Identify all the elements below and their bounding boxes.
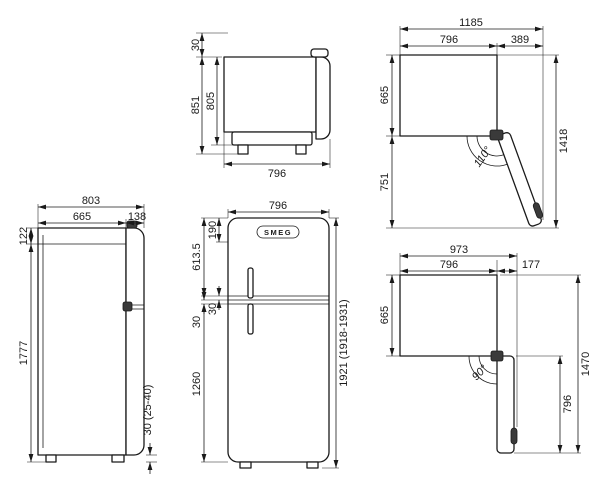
hinge xyxy=(489,129,504,141)
dim-cabinet-depth: 665 xyxy=(73,211,91,223)
dim-total-width: 1185 xyxy=(459,17,483,29)
view-top-section-side: 30 851 805 796 xyxy=(190,32,331,180)
door-open xyxy=(496,355,518,454)
base-tray xyxy=(231,131,313,146)
view-front: SMEG 190 796 613.5 30 30 1260 1921 (1918… xyxy=(191,200,350,469)
lower-door-handle xyxy=(247,303,254,335)
foot-right xyxy=(306,461,319,469)
top-hinge xyxy=(310,48,329,58)
swing-arc xyxy=(466,135,508,167)
logo-plate xyxy=(256,225,300,239)
cabinet-side xyxy=(37,227,127,456)
angle-label: 90° xyxy=(470,362,491,383)
view-door-open-110: 1185 796 389 665 751 1418 110° xyxy=(379,17,570,229)
dim-gap-lower: 30 xyxy=(191,316,203,328)
door-handle xyxy=(532,202,544,219)
swing-arc xyxy=(468,355,498,385)
dim-gap-upper: 30 xyxy=(207,303,219,315)
view-side: 803 665 138 122 1777 30 (25-40) xyxy=(18,195,157,474)
dim-cabinet-width: 796 xyxy=(440,34,458,46)
dim-clearance-top: 30 xyxy=(190,39,202,51)
dim-total-width: 973 xyxy=(450,244,468,256)
dim-door-clearance: 389 xyxy=(511,34,529,46)
dim-top-offset: 190 xyxy=(207,221,219,239)
dim-top-offset: 122 xyxy=(18,227,30,245)
front-foot xyxy=(111,454,125,463)
dim-upper-door-height: 613.5 xyxy=(191,243,203,271)
cabinet-top-view xyxy=(399,274,498,357)
door-open xyxy=(497,132,544,227)
cabinet-front xyxy=(227,217,330,463)
cabinet-top-view xyxy=(399,54,498,137)
dim-height-body: 805 xyxy=(205,92,217,110)
door-profile xyxy=(315,56,331,140)
dim-lower-door-height: 1260 xyxy=(191,372,203,396)
dim-door-depth: 138 xyxy=(128,211,146,223)
dim-door-clearance: 177 xyxy=(522,259,540,271)
middle-hinge xyxy=(122,301,133,312)
foot-left xyxy=(237,144,249,155)
foot-left xyxy=(239,461,252,469)
dim-cabinet-depth: 665 xyxy=(379,86,391,104)
door-panel xyxy=(496,355,515,454)
dim-feet-height: 30 (25-40) xyxy=(142,385,154,436)
brand-logo: SMEG xyxy=(264,228,292,237)
door-handle xyxy=(510,427,518,445)
upper-door-handle xyxy=(247,267,254,299)
dim-cabinet-depth: 665 xyxy=(379,306,391,324)
dim-total-depth: 803 xyxy=(82,195,100,207)
foot-right xyxy=(295,144,307,155)
swing-arc xyxy=(476,135,504,157)
dim-total-height: 1921 (1918-1931) xyxy=(338,299,350,386)
dim-door-swing: 751 xyxy=(379,173,391,191)
dim-total-depth: 1470 xyxy=(580,352,592,376)
view-door-open-90: 973 796 177 665 90° 796 1470 xyxy=(379,244,592,454)
dim-total-depth: 1418 xyxy=(558,129,570,153)
dim-cabinet-width: 796 xyxy=(440,259,458,271)
dim-door-width: 796 xyxy=(562,395,574,413)
dim-height: 1777 xyxy=(18,341,30,365)
swing-arc xyxy=(478,355,498,375)
hinge xyxy=(490,350,504,362)
dim-height-to-hinge: 851 xyxy=(190,96,202,114)
dim-width: 796 xyxy=(269,200,287,212)
rear-foot xyxy=(45,454,57,463)
dim-depth: 796 xyxy=(268,168,286,180)
door-side xyxy=(125,227,145,456)
cabinet-body xyxy=(223,56,317,133)
